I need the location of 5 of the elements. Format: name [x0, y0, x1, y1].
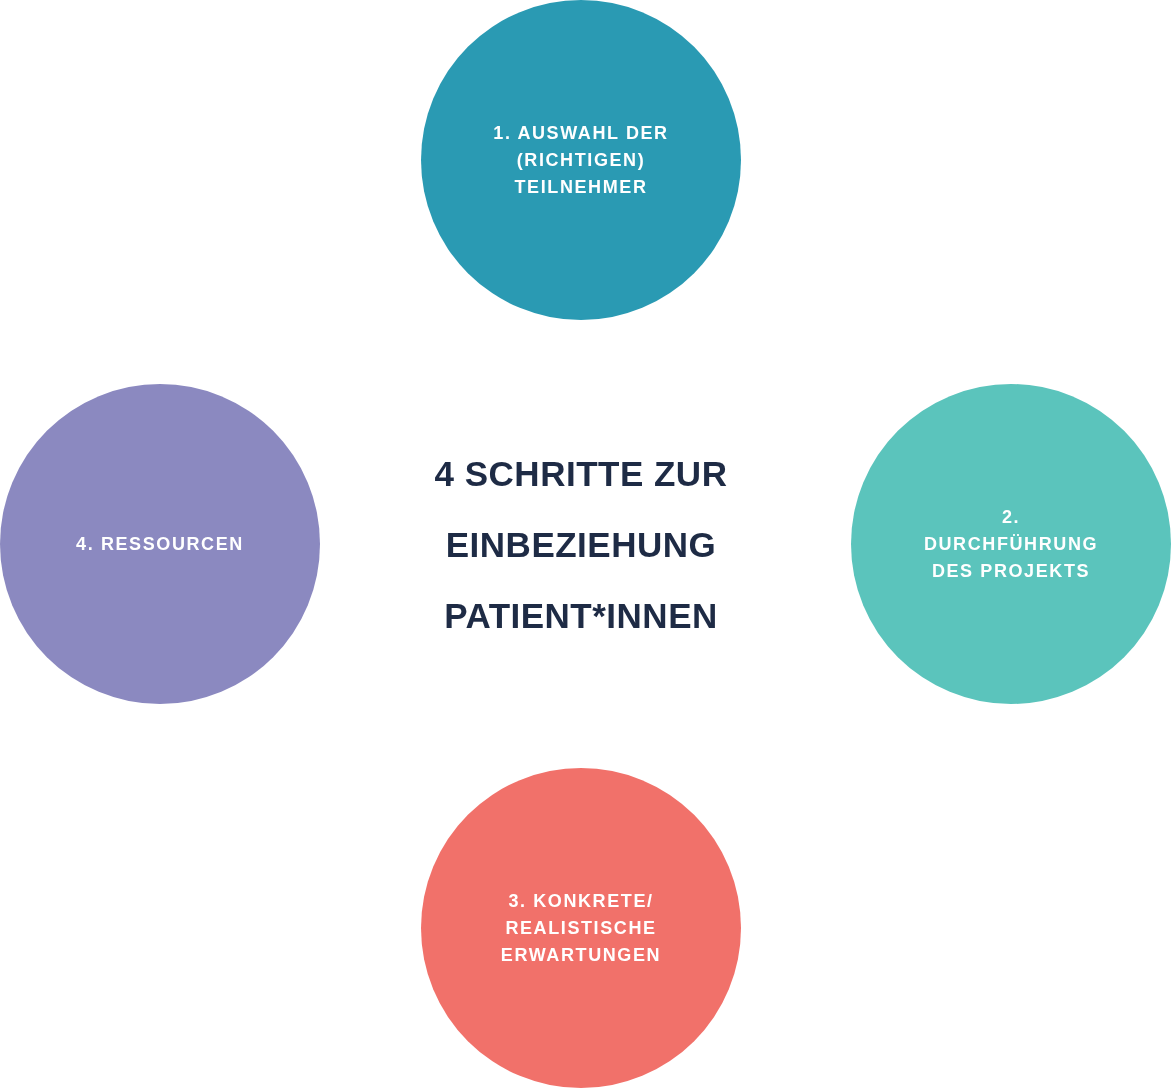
step-label: 2. DURCHFÜHRUNG DES PROJEKTS — [922, 505, 1100, 583]
diagram-title: 4 SCHRITTE ZUR EINBEZIEHUNG PATIENT*INNEN — [433, 453, 729, 637]
step-label: 4. RESSOURCEN — [75, 532, 245, 556]
step-label: 1. AUSWAHL DER (RICHTIGEN) TEILNEHMER — [492, 121, 670, 199]
step-label: 3. KONKRETE/ REALISTISCHE ERWARTUNGEN — [499, 889, 663, 967]
